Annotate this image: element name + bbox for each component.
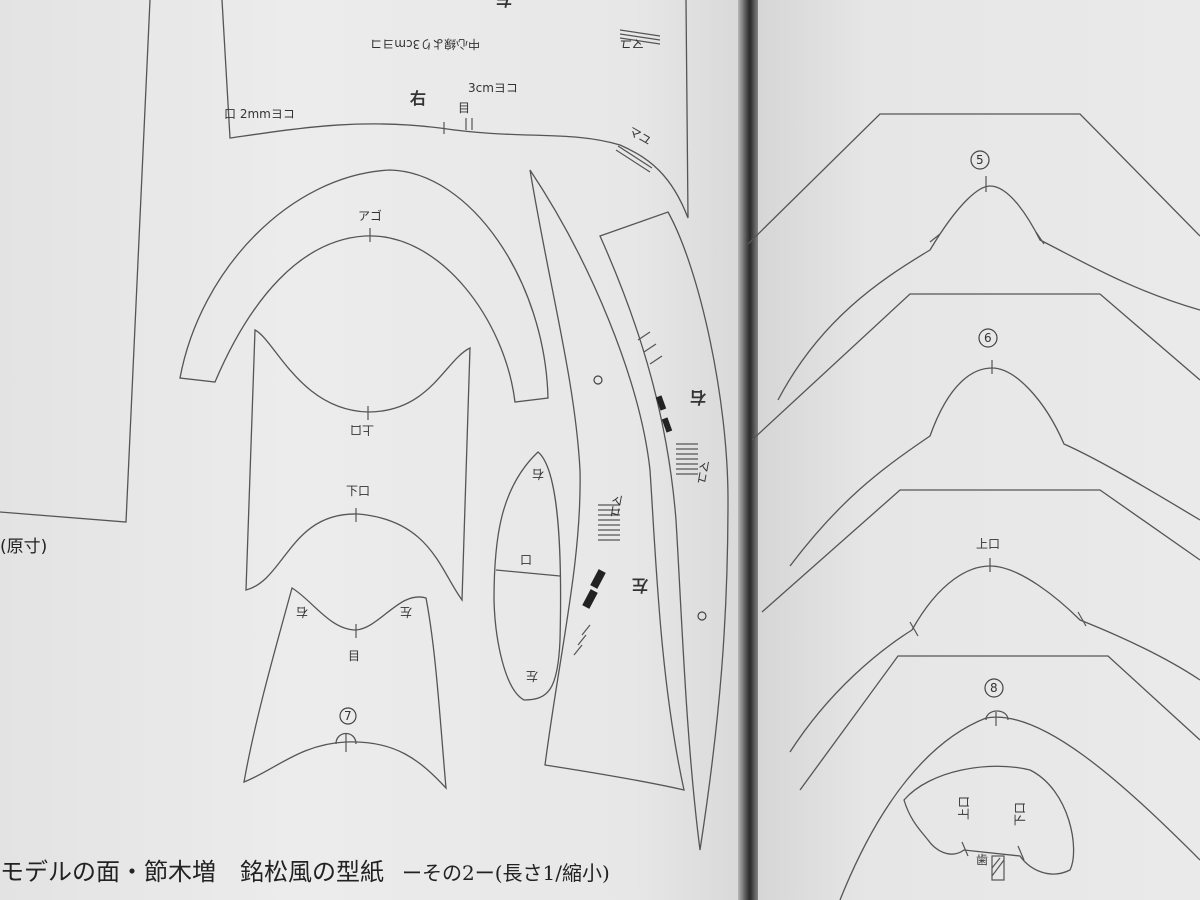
label-upper-mouth: 上口	[350, 423, 374, 437]
number-8-circle	[984, 678, 1004, 698]
right-page	[758, 0, 1200, 900]
number-7: 7	[344, 709, 352, 723]
label-right-7: 右	[296, 605, 308, 620]
right-piece-inner	[903, 765, 1075, 875]
strip1-marks	[573, 375, 620, 656]
label-eye-3cm: 3cmヨコ	[468, 81, 518, 95]
label-mayu-a: マユ	[620, 37, 644, 51]
label-r-lower-mouth: 下口	[1013, 802, 1027, 826]
number-8: 8	[990, 681, 998, 695]
label-strip-mayu: マユ	[607, 493, 625, 519]
strip2-marks	[637, 331, 707, 621]
right-piece-5	[747, 113, 1200, 401]
label-left-top: 左	[496, 0, 513, 9]
footer-title-line: モデルの面・節木増 銘松風の型紙ーその2ー(長さ1/縮小)	[0, 852, 610, 887]
label-mayu-b: マユ	[626, 124, 654, 148]
full-size-caption: (原寸)	[0, 537, 48, 557]
leaf-piece	[493, 451, 562, 701]
label-eye-top: 目	[458, 101, 470, 115]
strip-piece-2	[599, 211, 729, 851]
label-left-7: 左	[400, 605, 412, 620]
strip-piece-1	[529, 169, 685, 791]
piece-7	[243, 587, 447, 790]
label-right-top: 右	[410, 89, 426, 108]
mayu-hatch-top	[615, 29, 661, 173]
arch-piece	[179, 169, 549, 403]
label-eye-7: 目	[348, 649, 360, 663]
label-lower-mouth: 下口	[346, 484, 370, 498]
blank-frame	[0, 0, 151, 523]
right-piece-6	[751, 293, 1200, 567]
footer-subtitle: ーその2ー(長さ1/縮小)	[402, 861, 610, 885]
label-mouth-2mm: 口 2mmヨコ	[224, 107, 295, 121]
book-gutter	[738, 0, 760, 900]
label-r-upper-mouth2: 上口	[957, 796, 971, 820]
label-r-tooth: 歯	[976, 853, 988, 867]
label-ago: アゴ	[358, 208, 382, 223]
label-leaf-left: 左	[526, 669, 538, 684]
number-6-circle	[978, 328, 998, 348]
label-strip2-mayu: マユ	[694, 459, 712, 485]
number-7-circle	[339, 707, 357, 725]
mouth-piece	[245, 328, 471, 602]
label-leaf-right: 右	[532, 467, 544, 482]
label-leaf-mouth: 口	[520, 553, 532, 567]
right-piece-8	[799, 655, 1200, 900]
number-5-circle	[970, 150, 990, 170]
label-center-3cm: 中心線より3cmヨコ	[370, 37, 480, 52]
label-strip-left: 左	[632, 576, 649, 595]
top-face-piece	[221, 0, 689, 219]
number-6: 6	[984, 331, 992, 345]
number-5: 5	[976, 153, 984, 167]
label-strip2-right: 右	[690, 388, 706, 407]
right-piece-upper-mouth	[761, 489, 1200, 753]
label-r-upper-mouth: 上口	[976, 537, 1000, 551]
footer-title: モデルの面・節木増 銘松風の型紙	[0, 858, 384, 886]
